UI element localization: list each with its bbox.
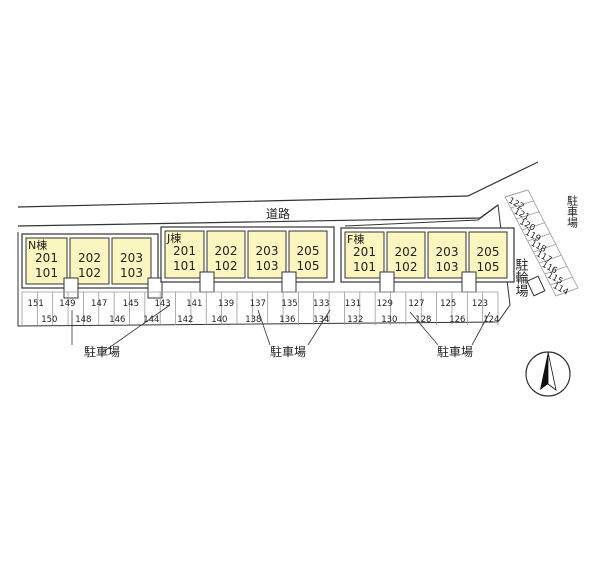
parking-stall-number: 133 — [313, 299, 329, 309]
building-label: J棟 — [166, 231, 181, 245]
site-boundary — [17, 204, 511, 327]
unit-J-102 — [206, 230, 246, 279]
compass — [525, 351, 571, 397]
parking-stall-number: 125 — [440, 299, 456, 309]
parking-stall-number: 135 — [281, 299, 297, 309]
unit-lower-number: 101 — [35, 266, 58, 280]
unit-J-105 — [288, 230, 328, 279]
right-parking-area — [504, 189, 579, 297]
building-label: N棟 — [28, 238, 47, 252]
unit-upper-number: 201 — [353, 245, 376, 259]
road-label: 道路 — [266, 206, 290, 221]
unit-J-101 — [164, 230, 205, 279]
unit-upper-number: 205 — [297, 244, 320, 258]
parking-stall-number: 143 — [154, 299, 170, 309]
unit-N-101 — [25, 237, 68, 285]
parking-stall-number: 145 — [123, 299, 139, 309]
unit-upper-number: 202 — [215, 244, 238, 258]
unit-lower-number: 102 — [78, 266, 101, 280]
unit-upper-number: 203 — [436, 245, 459, 259]
bike-parking-label: 駐輪場 — [513, 258, 529, 297]
unit-N-103 — [111, 237, 152, 285]
unit-F-102 — [386, 231, 426, 279]
parking-stall-number: 128 — [415, 315, 431, 325]
parking-stall-number: 132 — [347, 315, 363, 325]
unit-lower-number: 102 — [395, 260, 418, 274]
unit-upper-number: 203 — [256, 244, 279, 258]
parking-label-west: 駐車場 — [84, 344, 120, 359]
road-edge-bottom — [17, 204, 499, 227]
parking-stall-number: 129 — [377, 299, 393, 309]
unit-F-101 — [344, 231, 385, 279]
unit-N-102 — [69, 237, 110, 285]
unit-upper-number: 201 — [173, 244, 196, 258]
parking-grid — [21, 291, 499, 325]
unit-F-105 — [468, 231, 508, 279]
parking-stall-number: 151 — [28, 299, 44, 309]
unit-upper-number: 203 — [120, 251, 143, 265]
parking-stall-number: 147 — [91, 299, 107, 309]
parking-stall-number: 150 — [41, 315, 57, 325]
parking-stall-number: 146 — [109, 315, 125, 325]
parking-stall-number: 136 — [279, 315, 295, 325]
parking-stall-number: 127 — [408, 299, 424, 309]
parking-stall-number: 149 — [59, 299, 75, 309]
parking-stall-number: 131 — [345, 299, 361, 309]
unit-upper-number: 205 — [477, 245, 500, 259]
unit-lower-number: 103 — [120, 266, 143, 280]
unit-upper-number: 202 — [395, 245, 418, 259]
parking-stall-number: 148 — [75, 315, 91, 325]
parking-stall-number: 138 — [245, 315, 261, 325]
parking-numbers: 151 149 147 145 143 141 139 137 135 133 131 129 127 1… — [28, 299, 500, 325]
parking-stall-number: 123 — [472, 299, 488, 309]
parking-label-center: 駐車場 — [270, 344, 306, 359]
parking-stall-number: 142 — [177, 315, 193, 325]
parking-stall-number: 130 — [381, 315, 397, 325]
unit-upper-number: 202 — [78, 251, 101, 265]
unit-lower-number: 101 — [173, 259, 196, 273]
bike-parking-box — [526, 275, 546, 297]
unit-lower-number: 103 — [436, 260, 459, 274]
unit-J-103 — [247, 230, 287, 279]
unit-lower-number: 105 — [477, 260, 500, 274]
unit-lower-number: 103 — [256, 259, 279, 273]
parking-label-east: 駐車場 — [437, 344, 473, 359]
parking-stall-number: 114 — [551, 281, 570, 297]
parking-stall-number: 124 — [483, 315, 499, 325]
parking-labels: 駐車場 駐車場 駐車場 — [71, 304, 491, 359]
unit-lower-number: 105 — [297, 259, 320, 273]
parking-stall-number: 144 — [143, 315, 159, 325]
unit-upper-number: 201 — [35, 251, 58, 265]
parking-stall-number: 139 — [218, 299, 234, 309]
parking-stall-number: 140 — [211, 315, 227, 325]
unit-lower-number: 101 — [353, 260, 376, 274]
unit-F-103 — [427, 231, 467, 279]
road-edge-top — [17, 161, 539, 208]
parking-stall-number: 137 — [250, 299, 266, 309]
parking-stall-number: 141 — [186, 299, 202, 309]
building-label: F棟 — [347, 232, 364, 246]
parking-stall-number: 126 — [449, 315, 465, 325]
unit-lower-number: 102 — [215, 259, 238, 273]
right-parking-label: 駐車場 — [566, 194, 579, 229]
parking-stall-number: 134 — [313, 315, 329, 325]
